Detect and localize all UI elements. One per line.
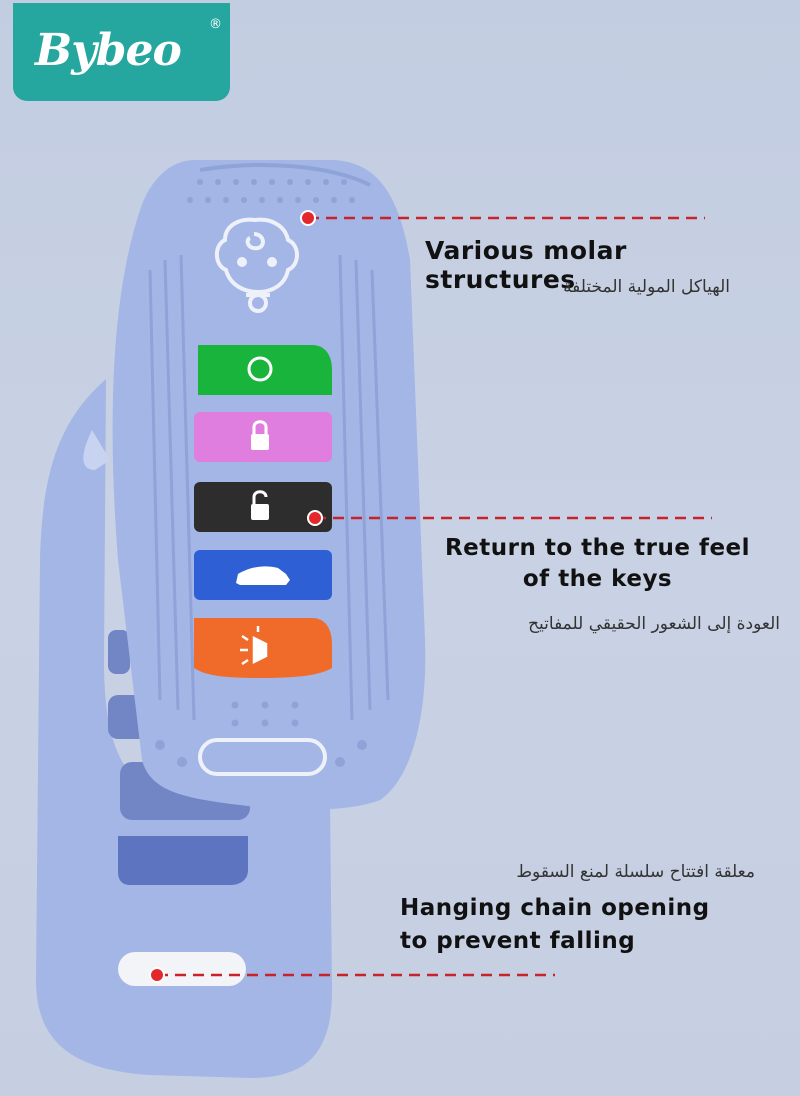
callout-1-title: Various molar structures <box>425 236 627 294</box>
callout-3 <box>149 967 555 983</box>
callout-2-title-line1: Return to the true feel <box>444 535 751 561</box>
callout-2 <box>307 510 712 526</box>
callout-2-arabic: العودة إلى الشعور الحقيقي للمفاتيح <box>528 614 780 634</box>
callout-1 <box>300 210 705 226</box>
callout-3-title-line1: Hanging chain opening <box>400 895 710 921</box>
key-unlock <box>194 482 332 532</box>
callout-3-arabic: معلقة افتتاح سلسلة لمنع السقوط <box>516 862 755 882</box>
key-refresh <box>198 345 332 395</box>
baby-face-icon <box>214 217 299 313</box>
unlock-icon <box>251 490 269 520</box>
refresh-icon <box>247 356 273 382</box>
callout-1-arabic: الهياكل المولية المختلفة <box>563 277 730 297</box>
callout-3-title-line2: to prevent falling <box>400 928 636 954</box>
key-car <box>194 550 332 600</box>
key-light <box>194 618 332 678</box>
callout-2-title-line2: of the keys <box>522 566 673 592</box>
brand-logo: Bybeo ® <box>13 3 230 101</box>
brand-name: Bybeo <box>35 25 182 76</box>
lock-icon <box>251 420 269 450</box>
front-teether <box>112 160 426 810</box>
light-icon <box>240 626 268 666</box>
key-lock <box>194 412 332 462</box>
car-icon <box>236 566 290 585</box>
registered-mark: ® <box>209 17 222 32</box>
